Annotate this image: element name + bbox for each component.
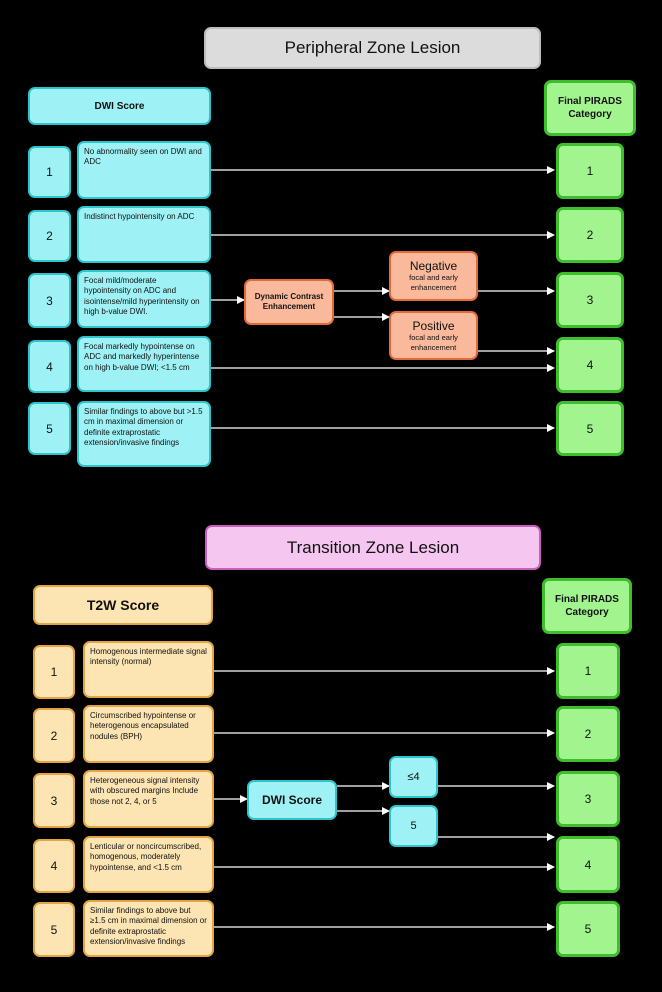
pz-score-4: 4 [28, 340, 71, 393]
pz-desc-4: Focal markedly hypointense on ADC and ma… [77, 336, 211, 392]
pz-final-2: 2 [556, 207, 624, 263]
tz-score-4: 4 [33, 839, 75, 893]
pz-desc-2: Indistinct hypointensity on ADC [77, 206, 211, 263]
tz-final-1: 1 [556, 643, 620, 699]
pz-final-4: 4 [556, 337, 624, 393]
dwi-score-header: DWI Score [28, 87, 211, 125]
pz-score-2: 2 [28, 210, 71, 262]
dce-positive: Positive focal and early enhancement [389, 311, 478, 360]
tz-desc-3: Heterogeneous signal intensity with obsc… [83, 770, 214, 828]
pz-final-pirads-header: Final PIRADS Category [544, 80, 636, 136]
tz-desc-5: Similar findings to above but ≥1.5 cm in… [83, 900, 214, 957]
tz-final-4: 4 [556, 836, 620, 893]
dynamic-contrast-enhancement: Dynamic Contrast Enhancement [244, 279, 334, 325]
tz-desc-1: Homogenous intermediate signal intensity… [83, 641, 214, 698]
tz-final-pirads-header: Final PIRADS Category [542, 578, 632, 634]
dce-positive-title: Positive [412, 318, 455, 333]
tz-score-3: 3 [33, 773, 75, 828]
tz-score-1: 1 [33, 645, 75, 699]
tz-final-3: 3 [556, 771, 620, 827]
tz-desc-2: Circumscribed hypointense or heterogenou… [83, 705, 214, 763]
pz-desc-3: Focal mild/moderate hypointensity on ADC… [77, 270, 211, 328]
pz-score-3: 3 [28, 273, 71, 328]
pz-desc-1: No abnormality seen on DWI and ADC [77, 141, 211, 199]
tz-dwi-5: 5 [389, 805, 438, 847]
tz-desc-4: Lenticular or noncircumscribed, homogeno… [83, 836, 214, 893]
pz-desc-5: Similar findings to above but >1.5 cm in… [77, 401, 211, 467]
dce-positive-subtitle: focal and early enhancement [409, 332, 458, 352]
dce-negative-subtitle: focal and early enhancement [409, 273, 458, 292]
dce-negative: Negative focal and early enhancement [389, 251, 478, 301]
tz-score-5: 5 [33, 902, 75, 957]
peripheral-zone-title: Peripheral Zone Lesion [204, 27, 541, 69]
pz-final-1: 1 [556, 143, 624, 199]
tz-final-2: 2 [556, 706, 620, 762]
pz-score-1: 1 [28, 146, 71, 198]
tz-dwi-score: DWI Score [247, 780, 337, 820]
transition-zone-title: Transition Zone Lesion [205, 525, 541, 570]
dce-negative-title: Negative [409, 259, 458, 274]
tz-final-5: 5 [556, 901, 620, 957]
pz-final-5: 5 [556, 401, 624, 456]
t2w-score-header: T2W Score [33, 585, 213, 625]
tz-dwi-le4: ≤4 [389, 756, 438, 798]
pz-score-5: 5 [28, 402, 71, 455]
pz-final-3: 3 [556, 272, 624, 328]
tz-score-2: 2 [33, 708, 75, 763]
